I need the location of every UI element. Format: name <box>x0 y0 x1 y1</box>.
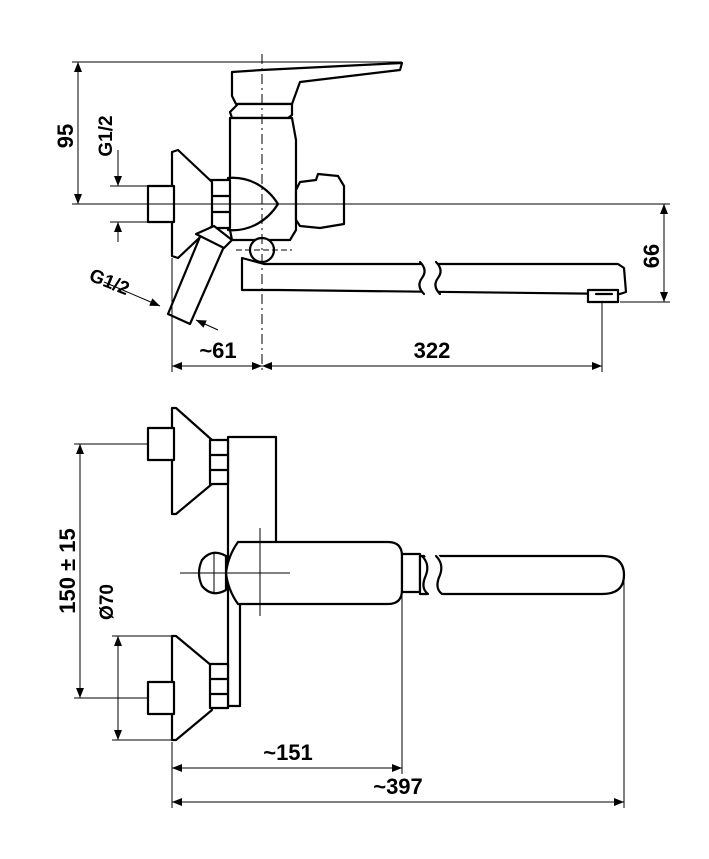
aerator <box>586 288 620 304</box>
side-view: 95 G1/2 G1/2 66 ~61 322 <box>53 54 670 372</box>
spout-drop-label: 66 <box>639 244 664 268</box>
thread-top-label: G1/2 <box>96 115 117 156</box>
spout-neck <box>400 552 422 594</box>
body-reach-label: ~151 <box>263 740 313 765</box>
spout-length-label: 322 <box>414 338 451 363</box>
wall-offset-label: ~61 <box>199 338 236 363</box>
flange-diameter-label: Ø70 <box>97 584 118 620</box>
total-reach-label: ~397 <box>373 774 423 799</box>
lower-nut <box>208 662 230 710</box>
inlet-spacing-label: 150 ± 15 <box>55 528 80 613</box>
thread-diverter-label: G1/2 <box>86 265 132 300</box>
front-view: 150 ± 15 Ø70 ~151 ~397 <box>55 406 626 808</box>
spout-front <box>418 554 626 596</box>
upper-nut <box>208 438 230 486</box>
lower-inlet <box>146 680 176 716</box>
height-label: 95 <box>53 124 78 148</box>
upper-inlet <box>146 426 176 462</box>
mixer-body-front <box>224 540 404 606</box>
mixer-body-upper <box>228 102 294 120</box>
upper-rosette <box>170 406 214 516</box>
lower-rosette <box>170 634 214 742</box>
diverter-knob <box>294 172 346 230</box>
lever-handle <box>230 61 404 106</box>
